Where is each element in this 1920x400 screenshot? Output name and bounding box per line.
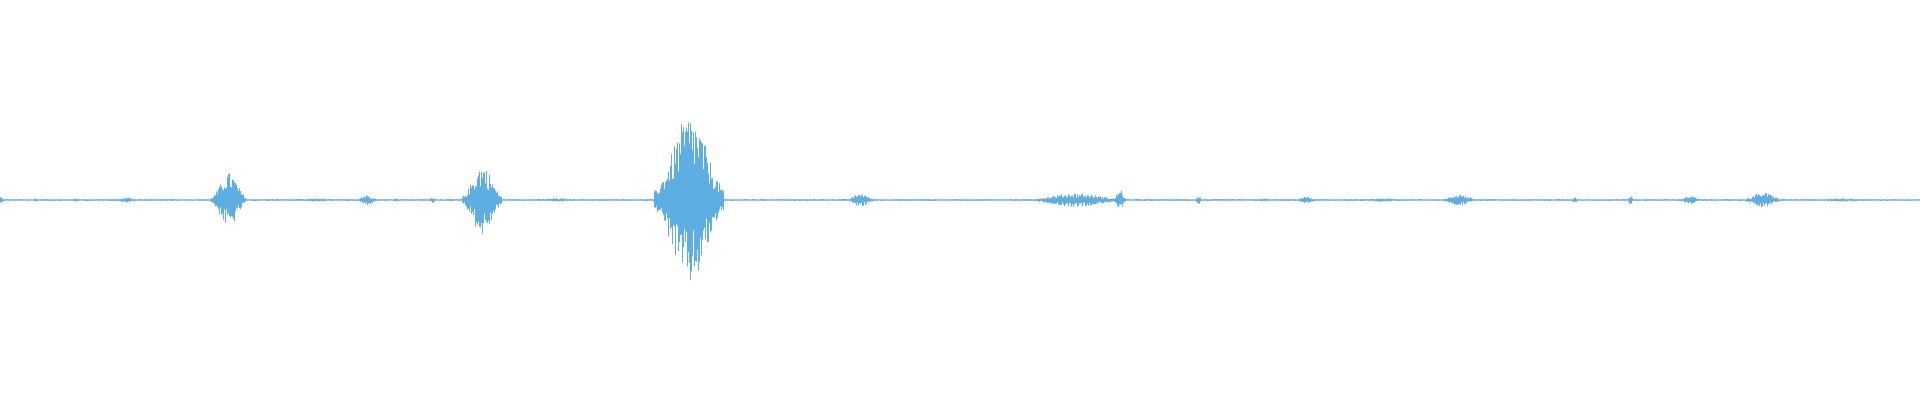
waveform-trace bbox=[0, 122, 1920, 280]
waveform-samples bbox=[0, 122, 1920, 280]
